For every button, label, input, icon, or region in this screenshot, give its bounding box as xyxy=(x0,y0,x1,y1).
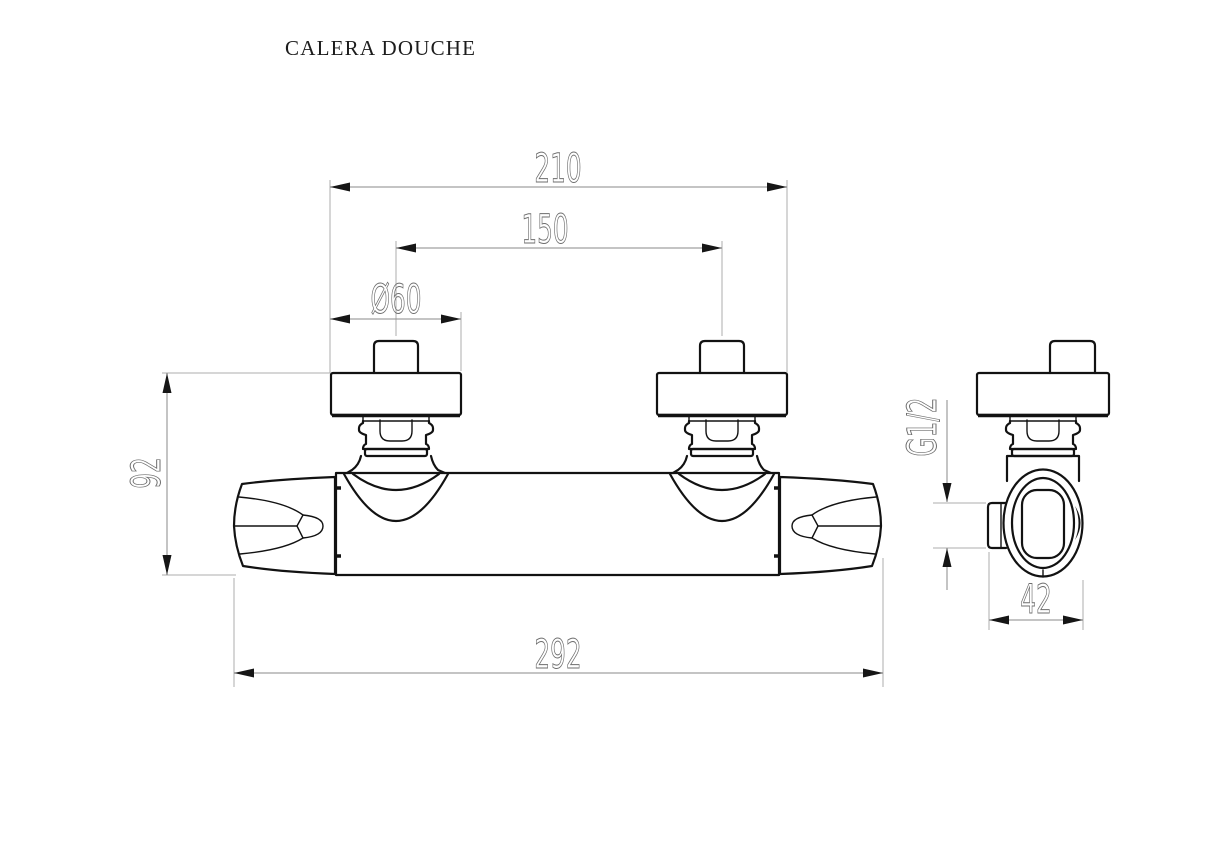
side-view xyxy=(975,339,1111,578)
right-escutcheon xyxy=(655,371,789,417)
arrowhead xyxy=(989,615,1083,625)
right-handle-cone-lower xyxy=(811,537,876,555)
left-connector-nut xyxy=(357,419,435,451)
side-pipe-stub xyxy=(1048,339,1097,375)
dimension-overall-length: 292 xyxy=(233,558,884,687)
dimensions: 210 150 Ø60 92 292 xyxy=(122,144,1084,687)
side-mounting-step xyxy=(1009,415,1077,422)
right-mounting-step xyxy=(688,415,756,422)
drawing-title: CALERA DOUCHE xyxy=(285,36,476,60)
dimension-label-overall-length: 292 xyxy=(534,631,581,678)
right-connection-bell xyxy=(671,454,773,475)
dimension-label-overall-width: 210 xyxy=(534,145,581,192)
extension-line xyxy=(933,502,986,549)
dimension-label-outlet-width: 42 xyxy=(1020,576,1052,623)
dimension-label-connection-spacing: 150 xyxy=(521,206,568,253)
dimension-height: 92 xyxy=(122,372,330,576)
right-cartridge xyxy=(705,419,739,442)
left-pipe-stub xyxy=(372,339,420,375)
extension-line xyxy=(988,552,1084,630)
left-wall-connection xyxy=(329,339,463,523)
outlet-spout xyxy=(986,501,1008,550)
side-connector-nut xyxy=(1004,419,1082,451)
dimension-escutcheon-diameter: Ø60 xyxy=(330,275,462,371)
right-pipe-stub xyxy=(698,339,746,375)
right-body-boss-arcs xyxy=(668,472,776,523)
left-mounting-step xyxy=(362,415,430,422)
handle-grip-face xyxy=(1020,488,1066,560)
extension-line xyxy=(162,372,330,576)
left-locking-ring xyxy=(363,447,429,458)
side-cartridge xyxy=(1026,419,1060,442)
right-wall-connection xyxy=(655,339,789,523)
extension-line xyxy=(233,558,884,687)
right-connector-nut xyxy=(683,419,761,451)
left-body-boss-arcs xyxy=(342,472,450,523)
dimension-connection-spacing: 150 xyxy=(395,205,723,336)
right-handle-nose xyxy=(791,514,819,539)
handle-inner-ellipse xyxy=(1010,476,1076,570)
dimension-connection-thread: G1/2 xyxy=(898,397,986,590)
dimension-label-connection-thread: G1/2 xyxy=(899,397,946,456)
right-handle xyxy=(778,475,883,576)
left-handle-nose xyxy=(296,514,324,539)
dimension-label-height: 92 xyxy=(123,457,170,489)
handle-highlight-crescent xyxy=(1075,506,1081,540)
side-neck xyxy=(1005,454,1081,483)
side-escutcheon xyxy=(975,371,1111,417)
left-connection-bell xyxy=(345,454,447,475)
dimension-label-escutcheon-diameter: Ø60 xyxy=(370,276,421,323)
handle-outer-ellipse xyxy=(1002,468,1084,578)
dimension-outlet-width: 42 xyxy=(988,552,1084,630)
extension-line xyxy=(395,241,723,336)
end-cap-ticks xyxy=(336,486,779,558)
left-escutcheon xyxy=(329,371,463,417)
right-handle-cone-upper xyxy=(811,496,877,516)
front-view xyxy=(232,339,883,577)
left-handle-cone-lower xyxy=(239,537,304,555)
arrowhead xyxy=(942,483,952,567)
right-locking-ring xyxy=(689,447,755,458)
left-handle xyxy=(232,475,337,576)
left-cartridge xyxy=(379,419,413,442)
dimension-overall-width: 210 xyxy=(329,144,788,373)
left-handle-cone-upper xyxy=(238,496,304,516)
extension-line xyxy=(329,180,788,373)
